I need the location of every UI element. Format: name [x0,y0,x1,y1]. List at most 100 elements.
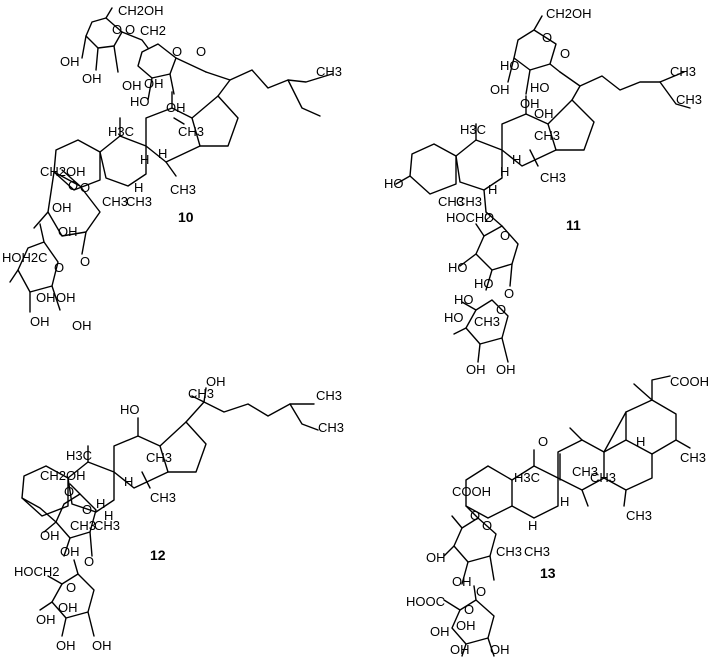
cpd11-label: HO [384,176,404,191]
cpd10-label: CH2OH [118,3,164,18]
cpd11-label: H [512,152,521,167]
cpd10-label: O [112,22,122,37]
cpd11-label: OH [496,362,516,377]
cpd12-label: OH [58,600,78,615]
cpd10-label: O [172,44,182,59]
cpd13-label: OH [490,642,510,657]
cpd10-label: CH3 [316,64,342,79]
cpd13-label: HOOC [406,594,445,609]
cpd11-label: H [488,182,497,197]
cpd10-label: H [134,180,143,195]
cpd10-label: OH [166,100,186,115]
cpd13-label: COOH [452,484,491,499]
cpd13-label: CH3 [496,544,522,559]
cpd13-label: CH3 [590,470,616,485]
cpd12-label: H3C [66,448,92,463]
cpd11-label: CH3 [438,194,464,209]
cpd13-label: CH3 [524,544,550,559]
cpd11-label: O [560,46,570,61]
cpd13-label: OH [450,642,470,657]
cpd13-label: CH3 [572,464,598,479]
cpd11-label: O [484,210,494,225]
cpd10-label: O [196,44,206,59]
cpd10-label: OH [36,290,56,305]
cpd10-label: CH2 [140,23,166,38]
cpd11-label: O [542,30,552,45]
cpd13-label: O [464,602,474,617]
cpd11-label: HO [474,276,494,291]
cpd13-label: COOH [670,374,708,389]
cpd13-label: OH [430,624,450,639]
cpd11-label: CH3 [474,314,500,329]
cpd10-label: OH [52,200,72,215]
cpd10-label: CH3 [178,124,204,139]
cpd12-label: OH [206,374,226,389]
cpd12-label: CH3 [316,388,342,403]
cpd10-label: CH2OH [40,164,86,179]
cpd13-label: H3C [514,470,540,485]
cpd12-label: CH3 [318,420,344,435]
cpd10-label: OH [56,290,76,305]
cpd13-label: H [560,494,569,509]
cpd11-label: HO [448,260,468,275]
cpd13-label: OH [452,574,472,589]
cpd12-label: O [84,554,94,569]
cpd12-label: OH [92,638,112,653]
cpd10-label: O [125,22,135,37]
cpd11-label: O [504,286,514,301]
cpd11-label: CH3 [456,194,482,209]
cpd12-label: HO [120,402,140,417]
cpd13-label: H [528,518,537,533]
cpd12-label: OH [60,544,80,559]
cpd12-label: O [66,580,76,595]
cpd12-label: O [82,502,92,517]
cpd13-label: O [482,518,492,533]
cpd11-label: HO [530,80,550,95]
cpd12-label: OH [36,612,56,627]
cpd13-label: OH [456,618,476,633]
cpd12-label: HOCH2 [14,564,60,579]
cpd10-label: OH [82,71,102,86]
cpd12-label: CH3 [146,450,172,465]
cpd12-label: CH3 [70,518,96,533]
cpd11-label: O [500,228,510,243]
cpd11-label: CH3 [670,64,696,79]
cpd13-label: O [538,434,548,449]
cpd10-label: H [140,152,149,167]
compound-12: OH HO CH3 CH3 H3C H CH3 CH3 H CH3 CH2OH … [14,374,344,653]
cpd12-label: OH [56,638,76,653]
compound-13: COOH O H CH3 H3C CH3 CH3 H CH3 COOH O O … [406,374,708,657]
cpd11-label: CH3 [676,92,702,107]
cpd11-label: CH2OH [546,6,592,21]
cpd11-label: HO [454,292,474,307]
cpd12-label: OH [40,528,60,543]
cpd10-label: O [54,260,64,275]
compound-number-11: 11 [566,217,581,233]
cpd13-label: CH3 [626,508,652,523]
cpd11-label: OH [520,96,540,111]
cpd12-label: CH3 [94,518,120,533]
cpd10-label: OH [144,76,164,91]
cpd10-label: OH [60,54,80,69]
cpd11-label: OH [466,362,486,377]
cpd12-label: H [124,474,133,489]
cpd12-label: O [64,484,74,499]
cpd13-label: H [636,434,645,449]
compound-11: CH2OH O O OH OH HO HO OH CH3 H3C H CH3 C… [384,6,702,377]
cpd12-label: H [96,496,105,511]
cpd10-label: H3C [108,124,134,139]
cpd11-label: HO [444,310,464,325]
cpd10-label: OH [30,314,50,329]
compound-10: CH2OH O O CH2 O O OH OH OH OH HO OH H3C … [2,3,342,333]
cpd10-label: OH [122,78,142,93]
cpd10-label: O [80,254,90,269]
cpd11-label: CH3 [534,128,560,143]
cpd10-label: OH [72,318,92,333]
compound-number-10: 10 [178,209,194,225]
cpd11-label: OH [490,82,510,97]
cpd10-label: H [158,146,167,161]
cpd10-label: O [80,180,90,195]
cpd11-label: H3C [460,122,486,137]
